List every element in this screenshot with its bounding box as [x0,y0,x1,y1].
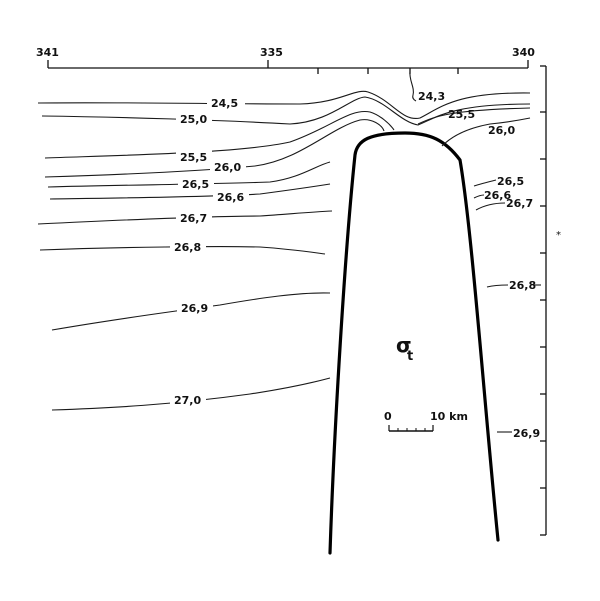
station-label-340: 340 [512,46,535,59]
isoline-25-5-right [417,107,531,125]
isoline-label-24-5: 24,5 [211,97,238,110]
isoline-labels-left: 24,5 25,0 25,5 26,0 26,5 26,6 26,7 26,8 … [170,96,249,407]
isoline-labels-right: 24,3 25,5 26,0 26,5 26,6 26,7 26,8 26,9 [418,90,540,440]
isoline-26-0-right [441,117,531,147]
isoline-label-27-0: 27,0 [174,394,201,407]
isoline-label-25-5: 25,5 [180,151,207,164]
scale-bar: 0 10 km [384,410,468,432]
isoline-27-0 [51,377,331,411]
isoline-label-26-6-right: 26,6 [484,189,511,202]
depth-axis: * [540,65,561,536]
isoline-label-26-0: 26,0 [214,161,241,174]
isoline-26-9 [51,292,331,331]
isoline-24-3-leader [409,71,417,102]
sigma-symbol: σ [396,333,412,357]
station-label-341: 341 [36,46,59,59]
sigma-subscript: t [407,349,413,364]
isolines-left [37,90,531,411]
marker-asterisk: * [556,230,561,241]
isoline-25-5 [44,110,395,159]
isoline-26-5-right [473,179,497,187]
isoline-label-26-6: 26,6 [217,191,244,204]
isoline-26-7 [37,210,333,225]
isoline-26-5 [47,161,331,188]
isoline-26-8-right [486,284,509,288]
top-axis: 341 335 340 [36,46,535,74]
station-label-335: 335 [260,46,283,59]
isoline-label-26-9: 26,9 [181,302,208,315]
scale-label-zero: 0 [384,410,392,423]
isoline-label-26-5: 26,5 [182,178,209,191]
isoline-label-26-9-right: 26,9 [513,427,540,440]
sigma-t-symbol: σ t [396,333,413,364]
isoline-label-24-3: 24,3 [418,90,445,103]
isoline-label-26-5-right: 26,5 [497,175,524,188]
isoline-label-26-7: 26,7 [180,212,207,225]
isoline-label-26-7-right: 26,7 [506,197,533,210]
isoline-label-26-0-right: 26,0 [488,124,515,137]
seamount-outline [328,131,500,555]
isoline-label-26-8: 26,8 [174,241,201,254]
isoline-26-6-right [473,194,485,199]
isoline-label-25-5-right: 25,5 [448,108,475,121]
scale-label-10km: 10 km [430,410,468,423]
isoline-26-0-left [44,119,385,178]
isoline-label-26-8-right: 26,8 [509,279,536,292]
isolines-right [409,71,541,433]
isoline-26-8 [39,246,326,255]
isoline-24-5 [37,90,531,119]
isoline-26-7-right [475,202,506,211]
isoline-label-25-0: 25,0 [180,113,207,126]
